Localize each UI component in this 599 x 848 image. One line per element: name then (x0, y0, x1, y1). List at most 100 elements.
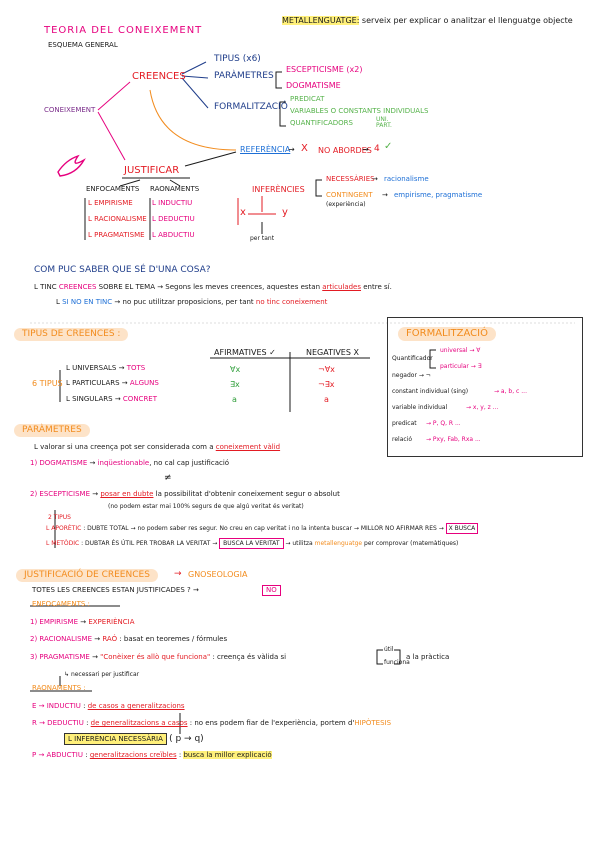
node-experiencia: (experiència) (326, 201, 366, 208)
fz-constant-value: → a, b, c ... (494, 388, 527, 395)
metodic-rest: per comprovar (matemàtiques) (362, 540, 459, 547)
fz-predicat: predicat (392, 420, 417, 427)
inferencia-label: L INFERÈNCIA NECESSÀRIA (64, 733, 167, 745)
node-formalitzacio: FORMALITZACIÓ (214, 102, 288, 112)
q2-si-no: SI NO EN TINC (62, 298, 113, 306)
node-deductiu: L DEDUCTIU (152, 215, 195, 223)
q1-creences: CREENCES (58, 283, 97, 291)
justificacio-enfocaments: ENFOCAMENTS : (32, 600, 90, 608)
q1-prefix: L TINC (34, 283, 59, 291)
escep-label: 2) ESCEPTICISME (30, 490, 91, 498)
question-line-2: L SI NO EN TINC → no puc utilitzar propo… (56, 299, 327, 306)
row-particulars-afirm: ∃x (230, 380, 240, 389)
diagram-x: x (240, 207, 246, 218)
r2-sep: : (83, 719, 91, 727)
metallenguatge-note: METALLENGUATGE: serveix per explicar o a… (282, 16, 573, 25)
necessari-justificar: ↳ necessari per justificar (64, 671, 140, 678)
row-universals-arrow: → (118, 364, 125, 372)
q1-middle: SOBRE EL TEMA → Segons les meves creence… (96, 283, 323, 291)
aporetic-text: : DUBTE TOTAL → no podem saber res segur… (81, 525, 444, 532)
node-justificar: JUSTIFICAR (124, 165, 180, 176)
q2-no-tinc: no tinc coneixement (255, 298, 328, 306)
col-afirmatives: AFIRMATIVES ✓ (214, 348, 276, 357)
row-universals-neg: ¬∀x (318, 365, 335, 374)
node-tipus: TIPUS (x6) (214, 54, 261, 64)
parametres-dogmatisme: 1) DOGMATISME → inqüestionable, no cal c… (30, 460, 229, 467)
col-negatives: NEGATIVES X (306, 348, 359, 357)
parametres-title: PARÀMETRES (14, 424, 90, 437)
e1-value: EXPERIÈNCIA (88, 618, 135, 626)
row-particulars-name: PARTICULARS (72, 379, 120, 387)
raonament-deductiu: R → DEDUCTIU : de generalitzacions a cas… (32, 720, 391, 727)
dogma-label: 1) DOGMATISME (30, 459, 88, 467)
parametres-intro-text: L valorar si una creença pot ser conside… (34, 443, 216, 451)
question-line-1: L TINC CREENCES SOBRE EL TEMA → Segons l… (34, 284, 392, 291)
escep-note: (no podem estar mai 100% segurs de que a… (108, 503, 304, 510)
node-contingent: CONTINGENT (326, 191, 373, 199)
r3-sep2: : (176, 751, 184, 759)
justificacio-raonaments: RAONAMENTS : (32, 684, 86, 692)
node-parametres: PARÀMETRES (214, 71, 274, 81)
e3-arrow: → (89, 653, 101, 661)
escep-tipus-count: 2 TIPUS (48, 514, 71, 521)
parametres-metodic: L METÒDIC : DUBTAR ÉS ÚTIL PER TROBAR LA… (46, 538, 459, 549)
fz-particular: particular → ∃ (440, 363, 482, 370)
e2-value: RAÓ (102, 635, 118, 643)
pragmatisme-label: PRAGMATISME (94, 231, 145, 239)
metodic-arrow: → utilitza (283, 540, 315, 547)
r1-value: de casos a generalitzacions (87, 702, 185, 710)
tipus-six: 6 TIPUS (32, 379, 63, 388)
r3-label: P → ABDUCTIU (32, 751, 83, 759)
justificacio-gnoseologia: GNOSEOLOGIA (188, 570, 248, 579)
metodic-box: BUSCA LA VERITAT (219, 538, 284, 549)
parametres-escepticisme: 2) ESCEPTICISME → posar en dubte la poss… (30, 491, 340, 498)
pragmatisme-funciona: funciona (384, 659, 410, 666)
e1-label: 1) EMPIRISME (30, 618, 78, 626)
diagram-y: y (282, 207, 288, 218)
inferencia-formula: ( p → q) (169, 734, 204, 744)
row-particulars-neg: ¬∃x (318, 380, 335, 389)
no-abordes-arrow: → (362, 145, 369, 154)
metodic-label: L METÒDIC (46, 540, 80, 547)
fz-relacio: relació (392, 436, 413, 443)
node-empirisme: L EMPIRISME (88, 199, 133, 207)
e1-arrow: → (78, 618, 89, 626)
node-enfocaments: ENFOCAMENTS (86, 185, 140, 193)
raonament-abductiu: P → ABDUCTIU : generalitzacions creïbles… (32, 751, 272, 759)
dogma-rest: , no cal cap justificació (149, 459, 230, 467)
node-num4: 4 (374, 144, 380, 154)
row-singulars-alias: CONCRET (122, 395, 158, 403)
node-predicat: PREDICAT (290, 95, 325, 103)
parametres-intro-valid: coneixement vàlid (215, 443, 281, 451)
enfocament-racionalisme: 2) RACIONALISME → RAÓ : basat en teoreme… (30, 636, 227, 643)
r2-label: R → DEDUCTIU (32, 719, 84, 727)
e2-arrow: → (92, 635, 103, 643)
q2-middle: → no puc utilitzar proposicions, per tan… (112, 298, 256, 306)
node-creences: CREENCES (132, 71, 186, 82)
row-particulars: L PARTICULARS → ALGUNS (66, 379, 159, 387)
inferencia-necessaria: L INFERÈNCIA NECESSÀRIA ( p → q) (64, 733, 204, 745)
metodic-metallenguatge: metallenguatge (314, 540, 363, 547)
justificacio-arrow: → (174, 569, 182, 579)
aporetic-label: L APORÈTIC (46, 525, 82, 532)
fz-variable-value: → x, y, z ... (466, 404, 499, 411)
aporetic-box: X BUSCA (445, 523, 479, 534)
referencia-x: X (301, 143, 308, 154)
node-coneixement: CONEIXEMENT (44, 106, 96, 114)
parametres-aporetic: L APORÈTIC : DUBTE TOTAL → no podem sabe… (46, 523, 479, 534)
necessari-text: necessari per justificar (70, 671, 140, 678)
row-particulars-arrow: → (121, 379, 128, 387)
fz-constant: constant individual (sing) (392, 388, 469, 395)
abductiu-label: ABDUCTIU (158, 231, 195, 239)
deductiu-label: DEDUCTIU (158, 215, 195, 223)
node-empirisme-prag: empirisme, pragmatisme (394, 191, 483, 199)
r2-rest: : no ens podem fiar de l'experiència, po… (187, 719, 355, 727)
row-universals: L UNIVERSALS → TOTS (66, 364, 146, 372)
node-inductiu: L INDUCTIU (152, 199, 193, 207)
fz-relacio-value: → Pxy, Fab, Rxa ... (426, 436, 481, 443)
node-inferencies: INFERÈNCIES (252, 185, 305, 194)
necessaries-arrow: → (372, 175, 378, 183)
justificacio-question: TOTES LES CREENCES ESTAN JUSTIFICADES ? … (32, 586, 199, 594)
e3-rest: : creença és vàlida si (210, 653, 287, 661)
